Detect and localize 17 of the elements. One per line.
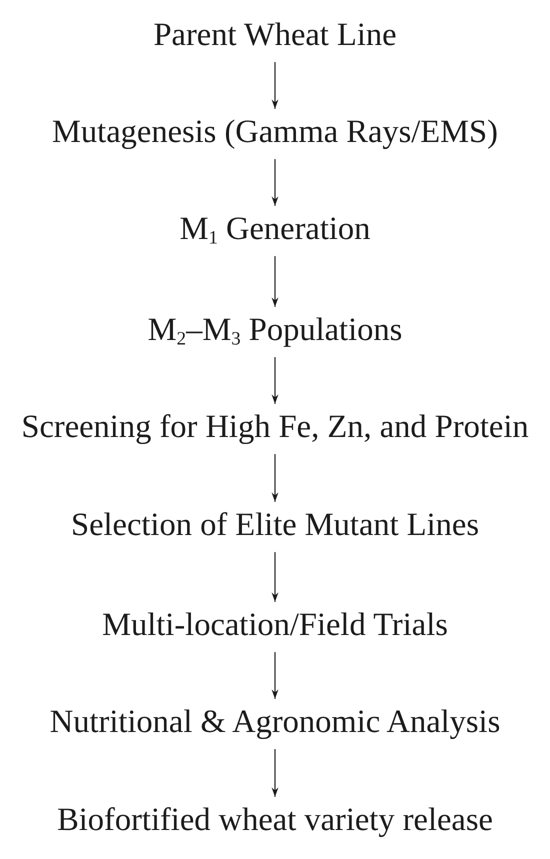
arrow	[272, 454, 278, 502]
step-label: Multi-location/Field Trials	[102, 608, 448, 642]
step-label: Selection of Elite Mutant Lines	[71, 508, 479, 542]
step-label: Parent Wheat Line	[153, 18, 397, 52]
step-label: Nutritional & Agronomic Analysis	[50, 704, 500, 740]
step-label: Biofortified wheat variety release	[57, 802, 493, 838]
step-label: M$_{1}$ Generation	[180, 212, 370, 246]
step-label: Mutagenesis (Gamma Rays/EMS)	[52, 114, 498, 150]
arrow	[272, 552, 278, 602]
arrow	[272, 256, 278, 307]
step-label: Screening for High Fe, Zn, and Protein	[21, 410, 529, 444]
arrow	[272, 159, 278, 206]
arrow	[272, 652, 278, 699]
arrow	[272, 357, 278, 404]
step-label: M$_{2}$–M$_{3}$ Populations	[148, 312, 402, 348]
arrow	[272, 749, 278, 797]
arrow	[272, 62, 278, 109]
